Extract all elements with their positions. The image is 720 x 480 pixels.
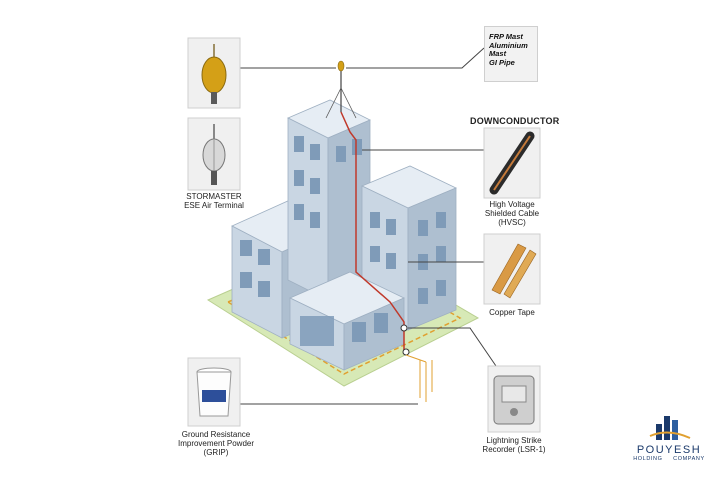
mast-option-frp: FRP Mast <box>489 32 523 41</box>
brand-subtitle: HOLDING COMPANY <box>626 456 712 463</box>
silver-air-terminal-icon <box>202 124 226 185</box>
mast-option-aluminium: Aluminium Mast <box>489 40 528 58</box>
brand-name: POUYESH <box>636 444 702 456</box>
test-joint <box>400 324 408 332</box>
down-conductor <box>340 111 405 352</box>
gold-air-terminal-icon <box>201 44 227 104</box>
grip-caption: Ground Resistance Improvement Powder (GR… <box>177 430 255 457</box>
building-front-block <box>289 271 405 371</box>
brand-logo-icon <box>649 416 691 440</box>
grip-bucket-icon <box>196 367 232 417</box>
earth-pit <box>402 348 410 356</box>
downconductor-heading: DOWNCONDUCTOR <box>470 116 560 126</box>
hvsc-caption: High Voltage Shielded Cable (HVSC) <box>484 200 540 227</box>
recorder-caption: Lightning Strike Recorder (LSR-1) <box>482 436 546 454</box>
copper-tape-icon <box>491 243 537 299</box>
mast-option-gi-pipe: GI Pipe <box>489 57 515 67</box>
brand-sub-left: HOLDING <box>633 456 663 462</box>
brand-block: POUYESH HOLDING COMPANY <box>626 444 712 463</box>
hvsc-cable-icon <box>489 131 535 195</box>
strike-recorder-icon <box>493 375 535 425</box>
building-tower <box>287 99 371 301</box>
air-terminal-caption: STORMASTER ESE Air Terminal <box>184 192 244 210</box>
mast-options-box: FRP Mast Aluminium Mast GI Pipe <box>484 26 538 82</box>
roof-air-terminal <box>325 60 357 119</box>
copper-tape-caption: Copper Tape <box>489 308 535 317</box>
earth-electrodes <box>405 354 433 402</box>
brand-sub-right: COMPANY <box>673 456 705 462</box>
connector-lines <box>240 47 497 405</box>
